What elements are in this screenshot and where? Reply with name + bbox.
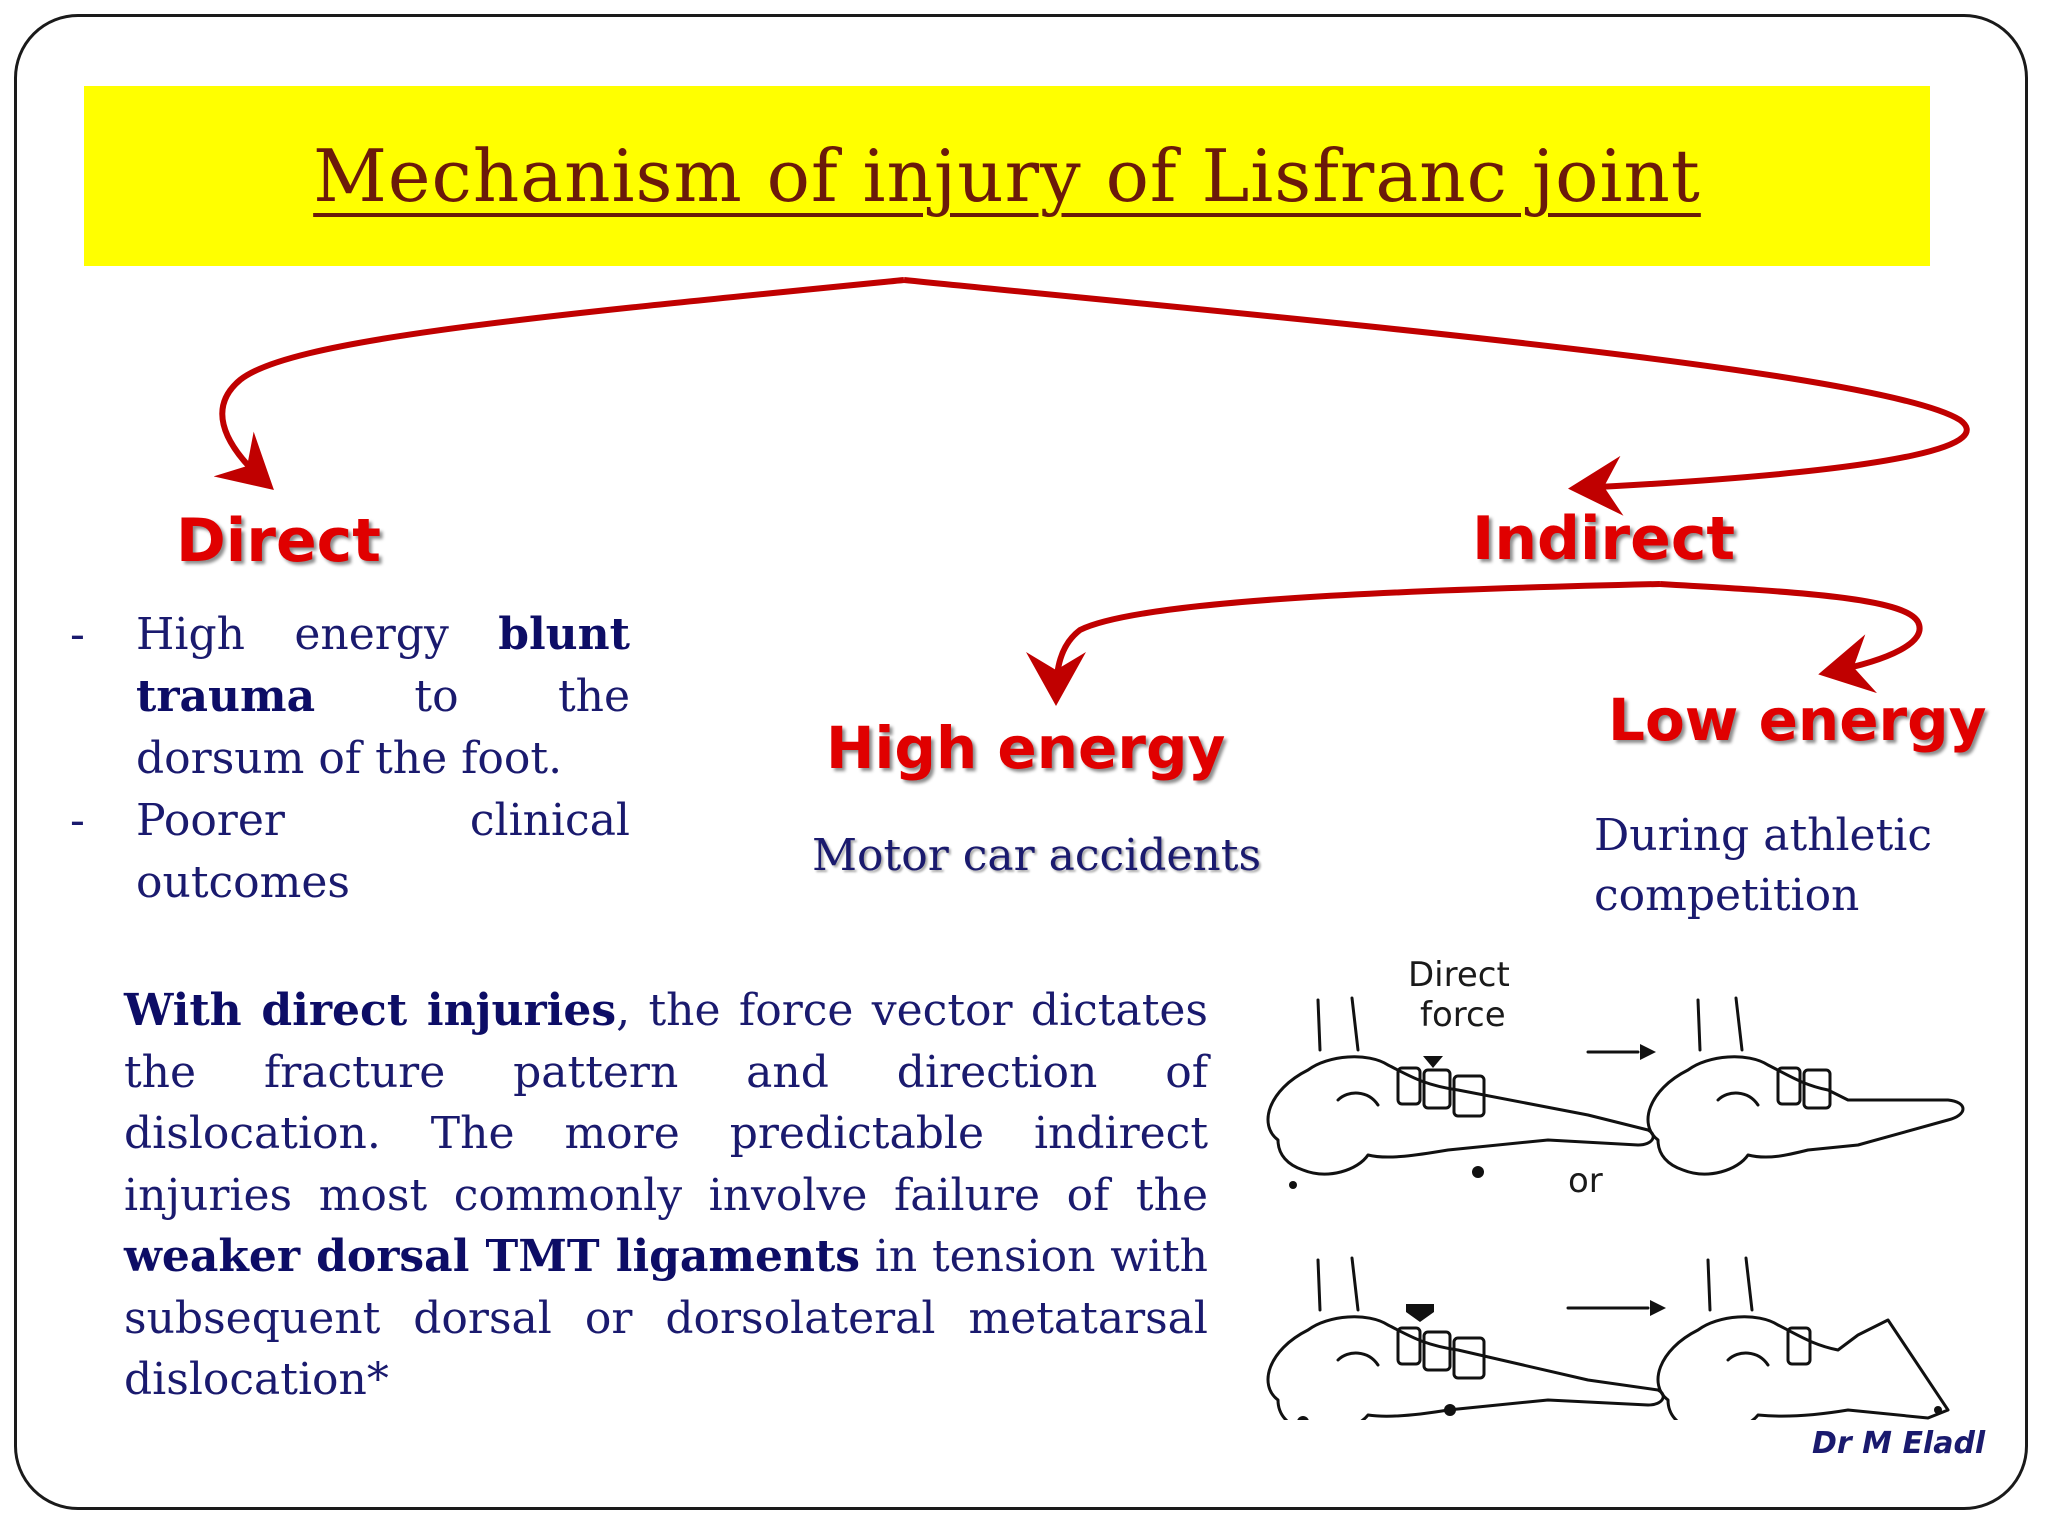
- list-item-text: High energy: [136, 609, 499, 660]
- low-energy-text: During athletic competition: [1594, 810, 1932, 921]
- force-arrow-bottom: [1406, 1304, 1434, 1322]
- heading-low-energy: Low energy: [1608, 686, 1987, 754]
- figure-label-force: force: [1420, 995, 1506, 1035]
- paragraph-bold: weaker dorsal TMT ligaments: [124, 1231, 861, 1282]
- bullet-dash: -: [70, 609, 85, 660]
- high-energy-text: Motor car accidents: [812, 830, 1262, 881]
- slide-frame: [14, 14, 2028, 1510]
- foot-diagram-figure: Direct force or: [1248, 940, 1988, 1434]
- paragraph-bold: With direct injuries: [124, 985, 617, 1036]
- explanation-paragraph: With direct injuries, the force vector d…: [124, 980, 1208, 1411]
- foot-drawings: [1266, 996, 1965, 1434]
- direct-list: -High energy blunt trauma to the dorsum …: [70, 604, 630, 914]
- list-item: -Poorer clinical outcomes: [70, 790, 630, 914]
- author-credit: Dr M Eladl: [1812, 1426, 1986, 1461]
- foot-bottom-right: [1656, 1256, 1950, 1434]
- figure-label-or: or: [1568, 1161, 1603, 1201]
- figure-label-direct: Direct: [1408, 955, 1510, 995]
- heading-indirect: Indirect: [1472, 504, 1736, 574]
- slide-title: Mechanism of injury of Lisfranc joint: [313, 134, 1701, 218]
- list-item: -High energy blunt trauma to the dorsum …: [70, 604, 630, 790]
- paragraph-text: in tension with subsequent dorsal or dor…: [124, 1231, 1208, 1405]
- paragraph-text: , the force vector dictates the fracture…: [124, 985, 1209, 1221]
- foot-bottom-left: [1266, 1256, 1665, 1434]
- heading-high-energy: High energy: [826, 714, 1226, 782]
- force-arrow-top: [1423, 1056, 1443, 1068]
- arrow-to-indirect: [903, 277, 1970, 516]
- bullet-dash: -: [70, 795, 85, 846]
- foot-top-right: [1646, 996, 1965, 1176]
- arrow-to-direct: [213, 277, 905, 490]
- list-item-text: to the dorsum of the foot.: [136, 671, 630, 784]
- arrow-to-high-energy: [1026, 581, 1661, 706]
- list-item-bold: blunt trauma: [136, 609, 630, 722]
- heading-direct: Direct: [176, 506, 381, 576]
- arrow-to-low-energy: [1659, 581, 1923, 694]
- title-band: [84, 86, 1930, 266]
- list-item-text: Poorer clinical outcomes: [136, 795, 630, 908]
